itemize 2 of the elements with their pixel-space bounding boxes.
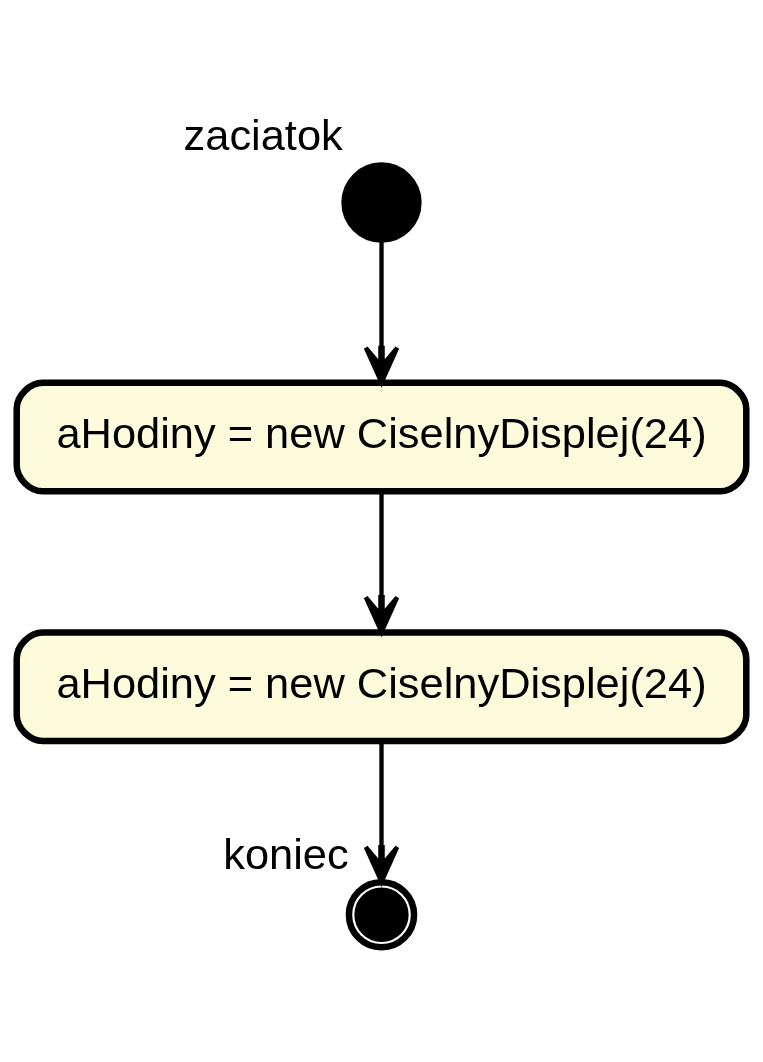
node-label: zaciatok [183, 110, 343, 159]
node-label: koniec [223, 829, 349, 878]
